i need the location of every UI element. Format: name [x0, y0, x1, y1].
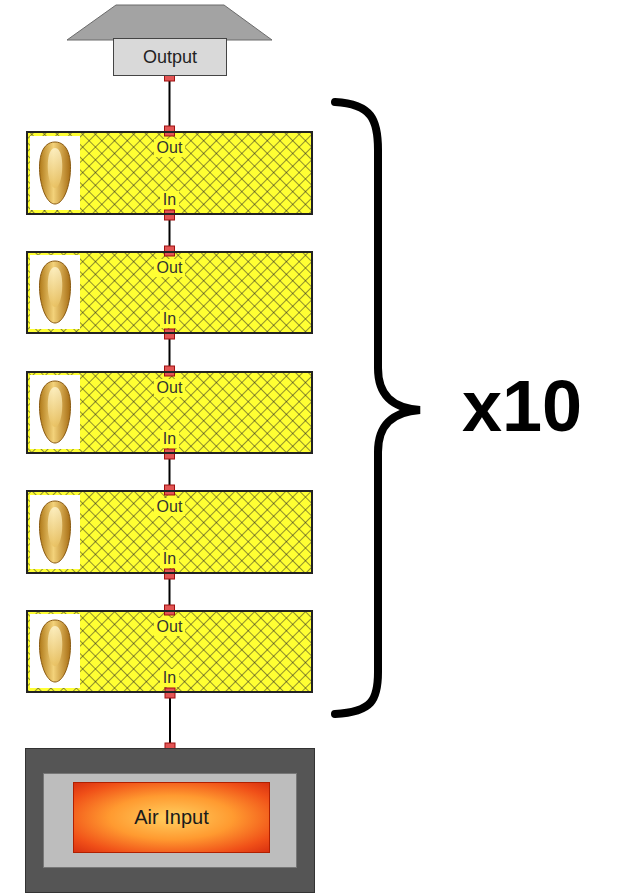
box-label: Air Input [134, 806, 208, 829]
port-square [165, 210, 175, 220]
output-box: Output [113, 38, 227, 76]
air-duct-line [169, 76, 171, 131]
air-input-box: Air Input [25, 748, 315, 893]
port-label: Out [154, 498, 186, 516]
port-label: In [160, 191, 179, 209]
port-square [165, 449, 175, 459]
repeat-count: x10 [462, 370, 582, 442]
output-roof [67, 5, 272, 40]
air-duct-line [169, 334, 171, 371]
port-square [165, 688, 175, 698]
air-input-heater: Air Input [73, 782, 270, 853]
port-label: Out [154, 379, 186, 397]
port-label: Out [154, 139, 186, 157]
port-label: Out [154, 259, 186, 277]
air-duct-line [169, 693, 171, 748]
port-label: Out [154, 618, 186, 636]
stage-box: OutIn [26, 251, 313, 334]
brace-bracket [335, 102, 420, 714]
port-label: In [160, 550, 179, 568]
air-input-frame: Air Input [43, 773, 297, 868]
stage-box: OutIn [26, 610, 313, 693]
stage-grounds [26, 131, 313, 693]
stage-box: OutIn [26, 490, 313, 574]
box-label: Output [143, 47, 197, 68]
port-square [165, 569, 175, 579]
stage-box: OutIn [26, 371, 313, 454]
port-label: In [160, 310, 179, 328]
port-square [165, 329, 175, 339]
port-label: In [160, 669, 179, 687]
stage-box: OutIn [26, 131, 313, 215]
seed-icons [30, 136, 80, 688]
port-label: In [160, 430, 179, 448]
